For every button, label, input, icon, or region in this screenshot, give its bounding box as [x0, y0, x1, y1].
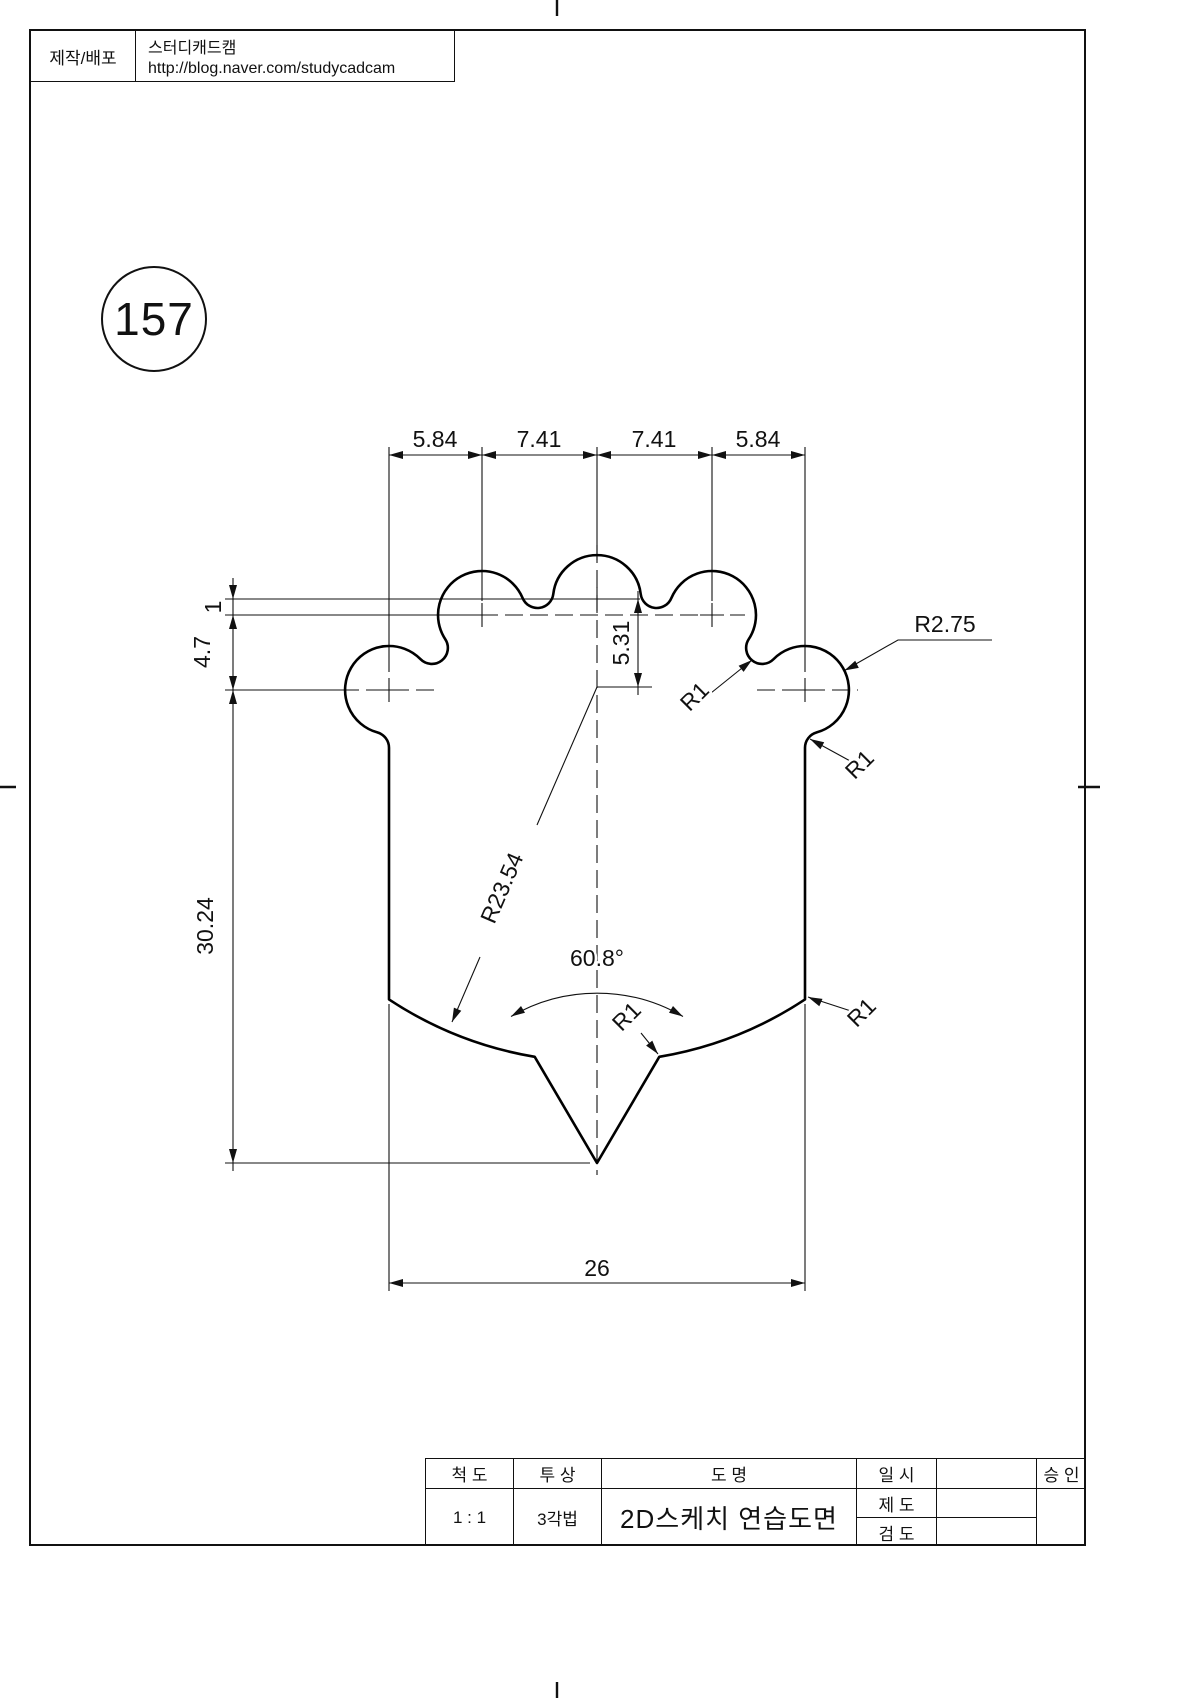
dim-30-24: 30.24 — [192, 897, 218, 955]
leader-r2354 — [451, 686, 598, 1023]
date-label-cell: 일 시 — [856, 1459, 936, 1488]
publisher-company: 스터디캐드캠 — [148, 40, 237, 57]
draft-label-cell: 제 도 — [856, 1488, 936, 1517]
dim-offset-1: 1 — [200, 601, 226, 614]
dim-r1-valley: R1 — [675, 677, 714, 716]
dim-r1-vee: R1 — [607, 997, 646, 1036]
name-value-cell: 2D스케치 연습도면 — [601, 1488, 856, 1546]
dim-offset-4-7: 4.7 — [189, 636, 215, 668]
dim-width-26: 26 — [584, 1255, 610, 1281]
dim-top-4: 5.84 — [736, 426, 781, 452]
publisher-label: 제작/배포 — [31, 31, 136, 81]
projection-label-cell: 투 상 — [513, 1459, 601, 1488]
dim-r1-side: R1 — [840, 745, 879, 784]
scale-value-cell: 1 : 1 — [426, 1488, 513, 1546]
sheet-frame — [29, 29, 1086, 1546]
leader-r275 — [844, 639, 992, 671]
dim-angle: 60.8° — [570, 945, 624, 971]
dim-top-3: 7.41 — [632, 426, 677, 452]
title-block: 척 도 투 상 도 명 일 시 승 인 1 : 1 3각법 2D스케치 연습도면… — [425, 1458, 1086, 1546]
drawing-number-stamp: 157 — [101, 266, 207, 372]
projection-value-cell: 3각법 — [513, 1488, 601, 1546]
angle-dimension-arc — [510, 992, 684, 1017]
approve-label-cell: 승 인 — [1036, 1459, 1086, 1488]
check-label-cell: 검 도 — [856, 1517, 936, 1546]
draft-value-cell — [936, 1488, 1036, 1517]
dim-5-31: 5.31 — [608, 621, 634, 666]
scale-label-cell: 척 도 — [451, 1466, 488, 1485]
dim-top-1: 5.84 — [413, 426, 458, 452]
leaders-r1 — [640, 659, 855, 1055]
publisher-info: 스터디캐드캠 http://blog.naver.com/studycadcam — [136, 31, 454, 81]
check-value-cell — [936, 1517, 1036, 1546]
publisher-url: http://blog.naver.com/studycadcam — [148, 60, 396, 77]
part-outline — [343, 553, 851, 1165]
dimension-arrowheads — [229, 451, 859, 1287]
drawing-number: 157 — [114, 293, 194, 345]
dim-top-2: 7.41 — [517, 426, 562, 452]
name-label-cell: 도 명 — [601, 1459, 856, 1488]
centering-marks — [0, 0, 1100, 1698]
dim-r275: R2.75 — [914, 611, 975, 637]
date-value-cell — [936, 1459, 1036, 1488]
publisher-box: 제작/배포 스터디캐드캠 http://blog.naver.com/study… — [30, 30, 455, 82]
dim-r2354: R23.54 — [475, 848, 529, 927]
approve-value-cell — [1036, 1488, 1086, 1546]
extension-lines — [225, 447, 806, 1291]
dim-r1-bottom: R1 — [842, 993, 881, 1032]
